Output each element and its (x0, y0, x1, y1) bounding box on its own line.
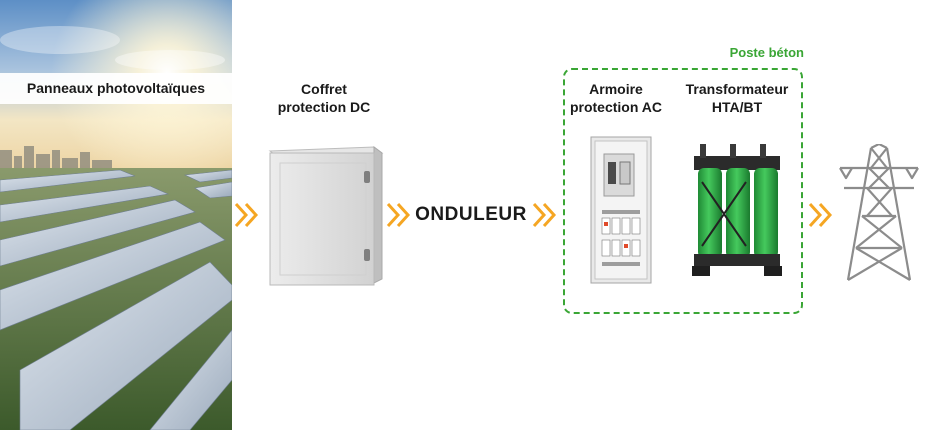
solar-panels-photo (0, 0, 232, 430)
ac-protection-cabinet-label: Armoire protection AC (569, 81, 663, 115)
arrow-right-icon (386, 202, 411, 228)
transformer-label: Transformateur HTA/BT (685, 81, 789, 115)
dc-protection-box-label: Coffret protection DC (277, 81, 371, 115)
concrete-substation-label: Poste béton (729, 45, 804, 60)
arrow-right-icon (234, 202, 259, 228)
pylon-icon (839, 144, 919, 281)
solar-field-image (0, 0, 232, 430)
solar-panels-label: Panneaux photovoltaïques (26, 80, 206, 96)
arrow-right-icon (532, 202, 557, 228)
electrical-cabinet-icon (590, 136, 652, 284)
concrete-substation-box (563, 68, 803, 314)
transformer-icon (692, 144, 782, 276)
inverter-label: ONDULEUR (415, 204, 527, 225)
photo-label-background (0, 73, 232, 104)
enclosure-icon (268, 146, 384, 286)
arrow-right-icon (808, 202, 833, 228)
